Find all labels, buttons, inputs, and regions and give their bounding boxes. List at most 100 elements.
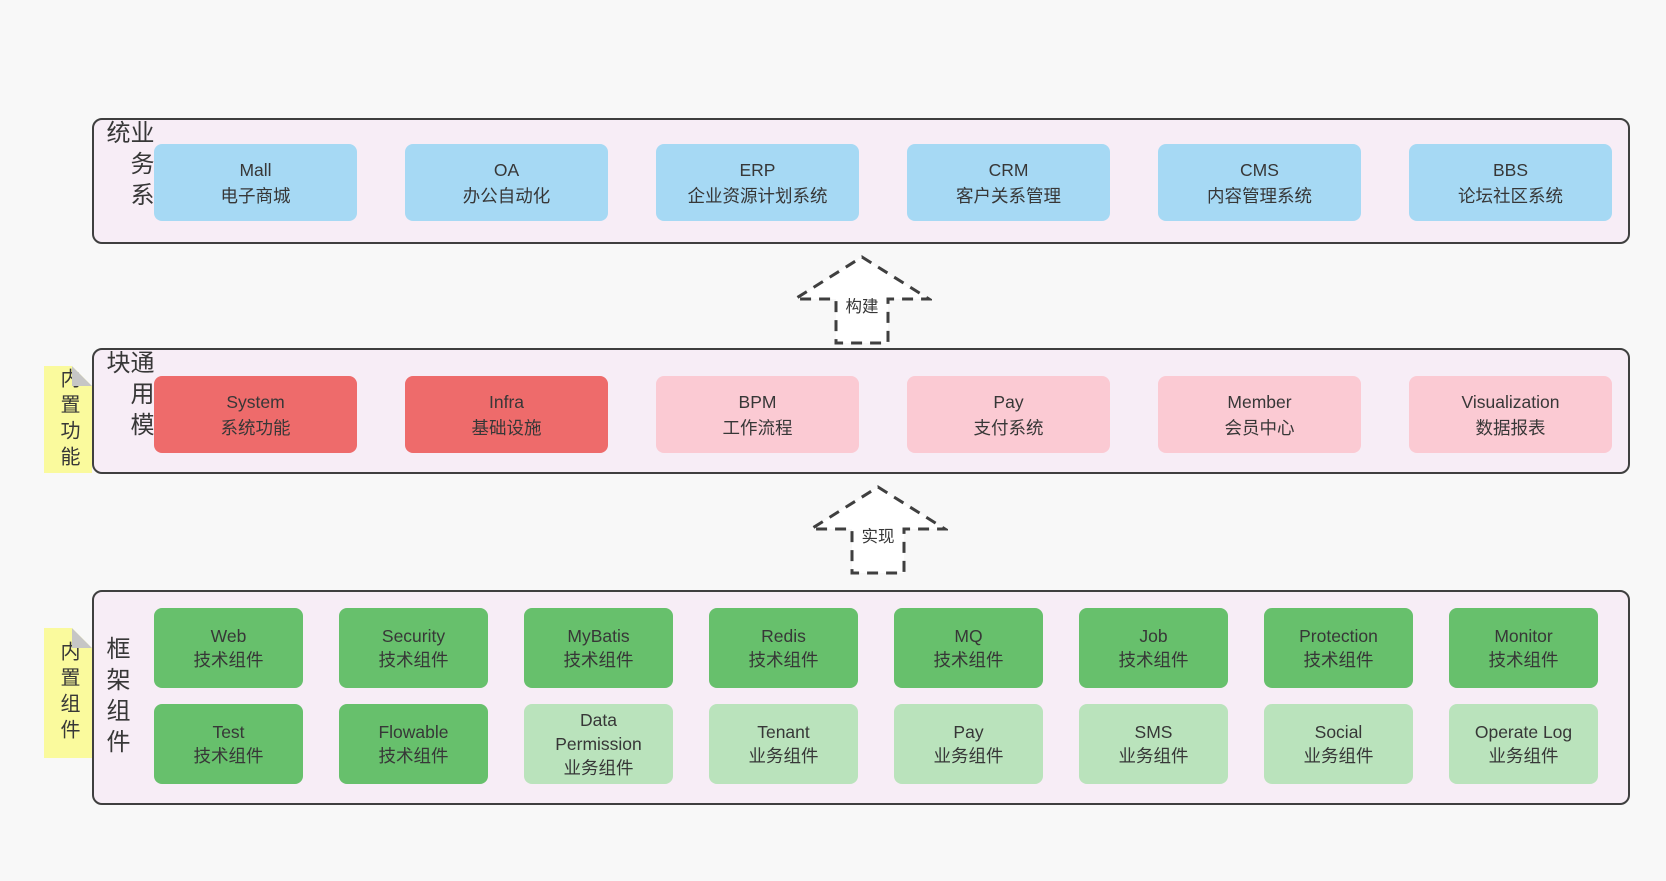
- box-member: Member 会员中心: [1158, 376, 1361, 453]
- box-job: Job 技术组件: [1079, 608, 1228, 688]
- box-title: SMS: [1134, 722, 1173, 742]
- folded-corner: [72, 628, 92, 648]
- box-mq: MQ 技术组件: [894, 608, 1043, 688]
- box-flowable: Flowable 技术组件: [339, 704, 488, 784]
- box-mall: Mall 电子商城: [154, 144, 357, 221]
- box-subtitle: 企业资源计划系统: [687, 185, 828, 206]
- box-subtitle: 支付系统: [973, 417, 1044, 438]
- box-bbs: BBS 论坛社区系统: [1409, 144, 1612, 221]
- box-title: Pay: [953, 722, 984, 742]
- box-monitor: Monitor 技术组件: [1449, 608, 1598, 688]
- box-subtitle: 内容管理系统: [1207, 185, 1312, 206]
- box-title: Job: [1139, 626, 1168, 646]
- box-subtitle: 技术组件: [1488, 650, 1559, 670]
- folded-corner: [72, 366, 92, 386]
- box-oa: OA 办公自动化: [405, 144, 608, 221]
- box-subtitle: 技术组件: [933, 650, 1004, 670]
- box-title: Flowable: [378, 722, 449, 742]
- box-sms: SMS 业务组件: [1079, 704, 1228, 784]
- box-title: Operate Log: [1474, 722, 1573, 742]
- box-subtitle: 技术组件: [563, 650, 634, 670]
- box-title: Security: [381, 626, 446, 646]
- box-title: ERP: [739, 159, 776, 180]
- box-subtitle: 业务组件: [563, 758, 634, 778]
- layer-side-label: 通用模块: [102, 350, 153, 443]
- box-subtitle: 技术组件: [748, 650, 819, 670]
- box-title: CMS: [1240, 159, 1279, 180]
- box-cms: CMS 内容管理系统: [1158, 144, 1361, 221]
- arrow-label: 构建: [843, 296, 881, 320]
- sticky-note-builtin-features: 内置功能: [44, 366, 92, 473]
- layer-framework-components: 框架组件 Web 技术组件 Security 技术组件 MyBatis 技术组件 Redis…: [92, 590, 1630, 805]
- box-subtitle: 技术组件: [378, 746, 449, 766]
- box-subtitle: 数据报表: [1475, 417, 1546, 438]
- box-subtitle: 办公自动化: [462, 185, 551, 206]
- box-title: Data Permission: [555, 710, 642, 754]
- box-title: CRM: [988, 159, 1029, 180]
- box-pay: Pay 业务组件: [894, 704, 1043, 784]
- box-title: MyBatis: [567, 626, 630, 646]
- box-tenant: Tenant 业务组件: [709, 704, 858, 784]
- box-subtitle: 技术组件: [1303, 650, 1374, 670]
- arrow-implement: 实现: [808, 484, 948, 576]
- box-subtitle: 会员中心: [1224, 417, 1295, 438]
- box-erp: ERP 企业资源计划系统: [656, 144, 859, 221]
- box-title: Social: [1314, 722, 1363, 742]
- box-title: Pay: [993, 391, 1024, 412]
- box-title: MQ: [954, 626, 983, 646]
- box-title: OA: [493, 159, 520, 180]
- layer-side-label: 业务系统: [102, 120, 153, 213]
- box-operate-log: Operate Log 业务组件: [1449, 704, 1598, 784]
- box-subtitle: 客户关系管理: [956, 185, 1061, 206]
- box-protection: Protection 技术组件: [1264, 608, 1413, 688]
- box-subtitle: 系统功能: [220, 417, 291, 438]
- box-pay: Pay 支付系统: [907, 376, 1110, 453]
- sticky-note-label: 内置组件: [57, 641, 79, 745]
- layer-business-systems: 业务系统 Mall 电子商城 OA 办公自动化 ERP 企业资源计划系统 CRM 客户关系管理…: [92, 118, 1630, 244]
- box-data-permission: Data Permission 业务组件: [524, 704, 673, 784]
- box-title: Member: [1227, 391, 1292, 412]
- sticky-note-builtin-components: 内置组件: [44, 628, 92, 758]
- box-subtitle: 电子商城: [220, 185, 291, 206]
- box-visualization: Visualization 数据报表: [1409, 376, 1612, 453]
- box-subtitle: 工作流程: [722, 417, 793, 438]
- modules-boxes-row: System 系统功能 Infra 基础设施 BPM 工作流程 Pay 支付系统 Member 会…: [154, 376, 1612, 453]
- box-infra: Infra 基础设施: [405, 376, 608, 453]
- box-title: System: [226, 391, 285, 412]
- arrow-build: 构建: [792, 254, 932, 346]
- box-web: Web 技术组件: [154, 608, 303, 688]
- box-subtitle: 基础设施: [471, 417, 542, 438]
- box-title: Web: [210, 626, 247, 646]
- box-title: Monitor: [1494, 626, 1553, 646]
- box-subtitle: 论坛社区系统: [1458, 185, 1563, 206]
- box-title: Infra: [488, 391, 525, 412]
- box-security: Security 技术组件: [339, 608, 488, 688]
- box-subtitle: 业务组件: [748, 746, 819, 766]
- box-bpm: BPM 工作流程: [656, 376, 859, 453]
- box-subtitle: 业务组件: [933, 746, 1004, 766]
- box-title: Mall: [239, 159, 272, 180]
- box-subtitle: 技术组件: [193, 650, 264, 670]
- box-subtitle: 业务组件: [1118, 746, 1189, 766]
- sticky-note-label: 内置功能: [57, 367, 79, 472]
- box-title: BBS: [1492, 159, 1529, 180]
- box-title: Tenant: [757, 722, 810, 742]
- box-title: Protection: [1299, 626, 1378, 646]
- box-crm: CRM 客户关系管理: [907, 144, 1110, 221]
- box-title: Visualization: [1461, 391, 1560, 412]
- box-title: Redis: [761, 626, 806, 646]
- box-subtitle: 业务组件: [1488, 746, 1559, 766]
- box-title: BPM: [738, 391, 777, 412]
- business-boxes-row: Mall 电子商城 OA 办公自动化 ERP 企业资源计划系统 CRM 客户关系管理 CMS 内容…: [154, 144, 1612, 221]
- box-subtitle: 技术组件: [193, 746, 264, 766]
- box-mybatis: MyBatis 技术组件: [524, 608, 673, 688]
- arrow-label: 实现: [859, 526, 897, 550]
- layer-side-label: 框架组件: [102, 635, 129, 760]
- box-subtitle: 技术组件: [378, 650, 449, 670]
- box-subtitle: 技术组件: [1118, 650, 1189, 670]
